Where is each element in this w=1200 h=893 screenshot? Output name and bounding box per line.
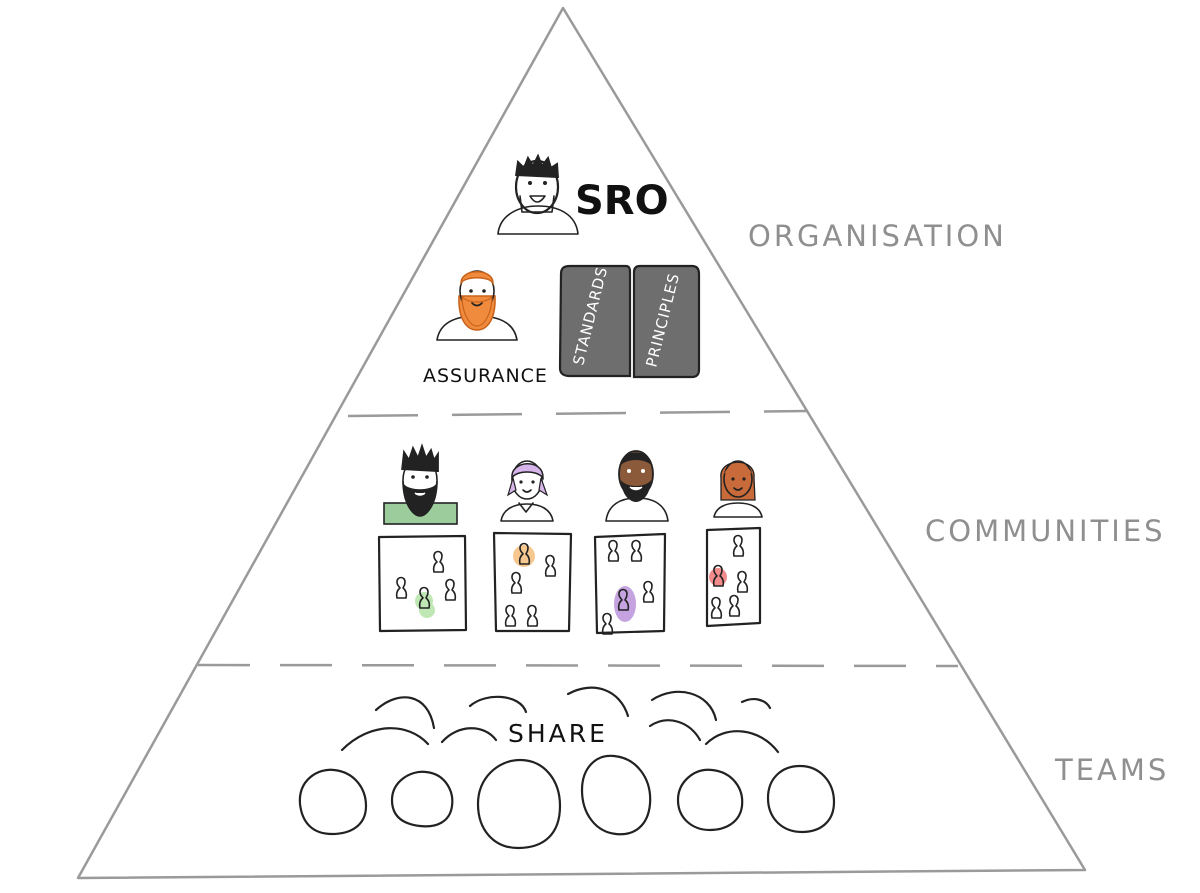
share-label: SHARE bbox=[508, 719, 608, 748]
community-board-2 bbox=[492, 531, 573, 633]
organisation-label: ORGANISATION bbox=[748, 219, 1007, 253]
sro-label: SRO bbox=[575, 178, 669, 224]
sro-person-icon bbox=[497, 153, 579, 235]
community-board-3 bbox=[593, 532, 667, 635]
teams-label: TEAMS bbox=[1054, 753, 1169, 787]
share-arcs bbox=[340, 686, 780, 754]
divider-communities-teams bbox=[197, 663, 959, 668]
team-blob-6 bbox=[766, 764, 836, 834]
team-blob-2 bbox=[390, 770, 454, 828]
assurance-person-icon bbox=[436, 270, 518, 341]
assurance-label: ASSURANCE bbox=[423, 365, 548, 387]
team-blob-1 bbox=[298, 768, 368, 836]
team-blob-3 bbox=[476, 758, 562, 850]
team-blob-5 bbox=[676, 768, 744, 832]
community-leader-1-icon bbox=[383, 443, 458, 525]
community-board-1 bbox=[377, 534, 468, 633]
divider-organisation-communities bbox=[347, 409, 809, 418]
team-blobs bbox=[298, 754, 836, 850]
community-leader-4-icon bbox=[713, 460, 763, 518]
community-leader-3-icon bbox=[605, 450, 669, 522]
community-leader-2-icon bbox=[500, 460, 554, 522]
principles-book: PRINCIPLES bbox=[632, 264, 701, 379]
communities-label: COMMUNITIES bbox=[925, 514, 1166, 548]
community-board-4 bbox=[705, 526, 762, 628]
pyramid-outline bbox=[76, 6, 1087, 880]
team-blob-4 bbox=[580, 754, 652, 836]
standards-book: STANDARDS bbox=[558, 265, 632, 378]
